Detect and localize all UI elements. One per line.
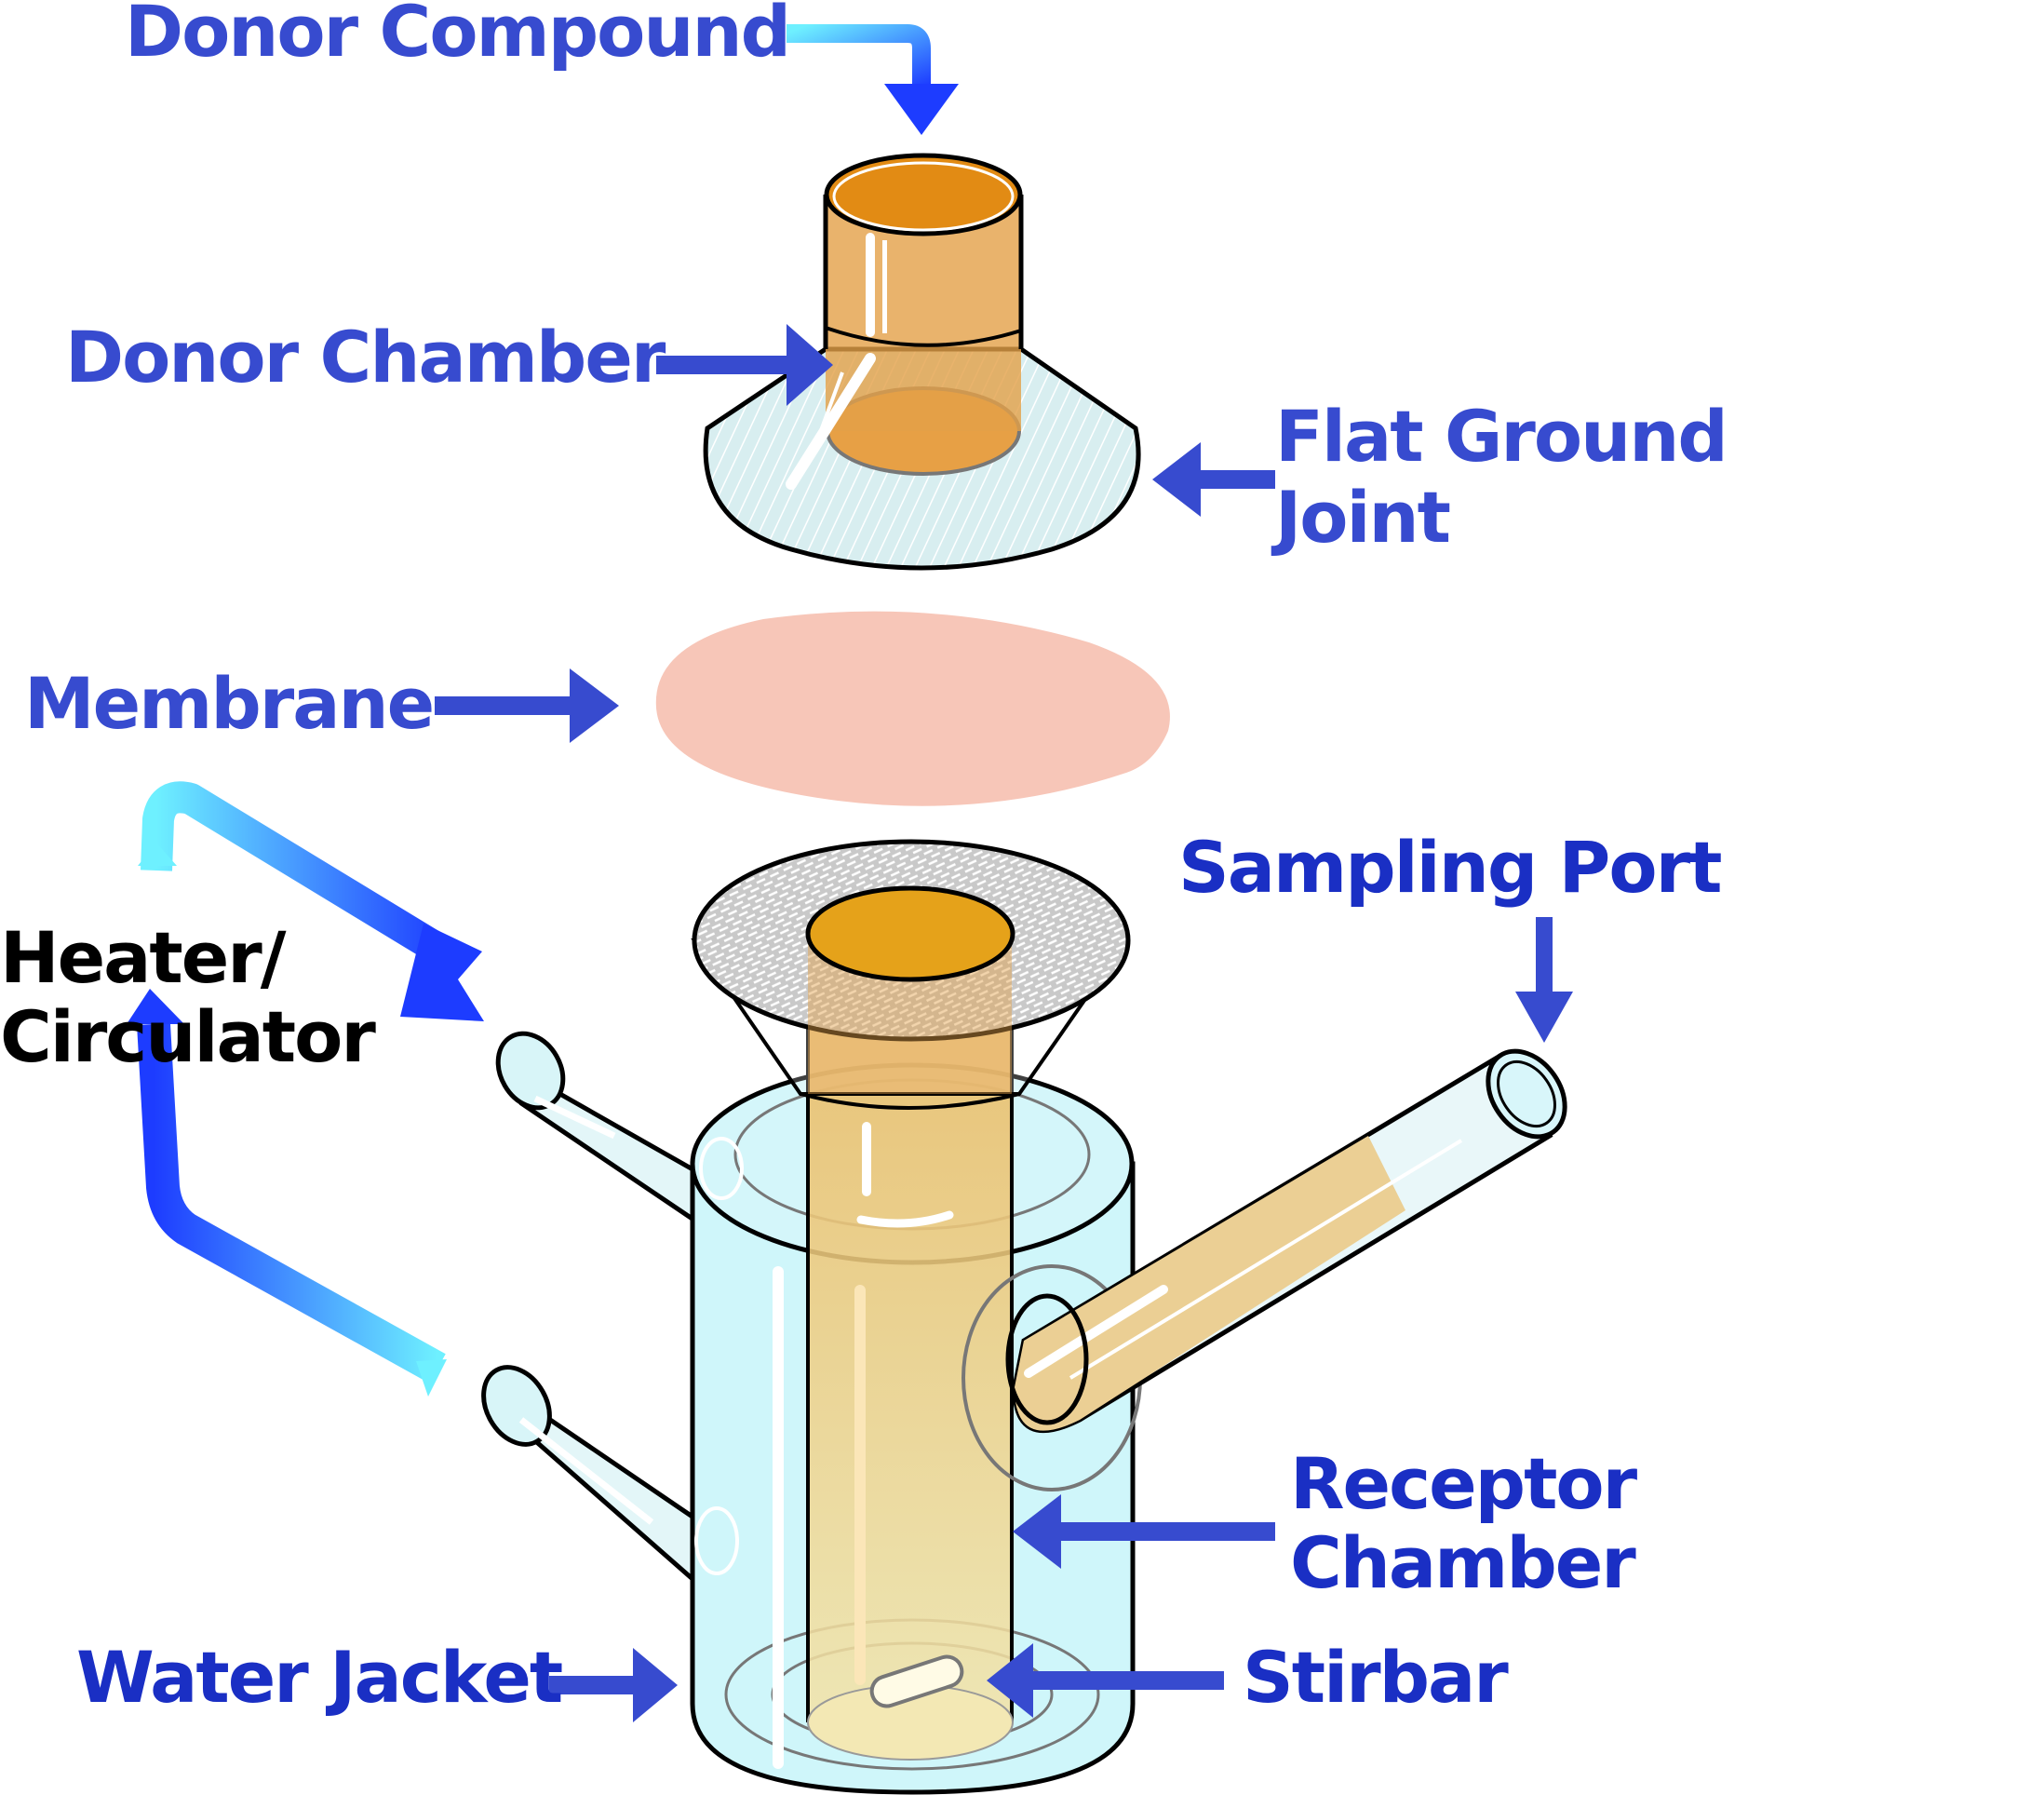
water-jacket-lower-arm [481,1365,710,1598]
sampling-port [961,1048,1567,1491]
label-stirbar: Stirbar [1243,1636,1509,1719]
label-donor-chamber: Donor Chamber [65,316,666,398]
receptor-chamber-arrow [1013,1494,1275,1569]
donor-compound-arrow [787,24,959,135]
stirbar [869,1654,964,1708]
label-flat-ground-joint-1: Flat Ground [1275,395,1728,478]
label-arrows [435,324,1573,1722]
label-receptor-2: Chamber [1290,1521,1636,1604]
donor-chamber [703,153,1141,571]
label-flat-ground-joint-2: Joint [1275,476,1451,559]
water-jacket-arrow [549,1648,678,1722]
heater-circulation-arrows [127,781,484,1397]
receptor-chamber [806,934,1014,1761]
label-sampling-port: Sampling Port [1178,826,1722,909]
label-membrane: Membrane [24,662,435,745]
label-heater-1: Heater/ [0,916,287,999]
label-donor-compound: Donor Compound [125,0,791,73]
donor-chamber-arrow [656,324,833,406]
sampling-port-arrow [1515,917,1573,1043]
label-heater-2: Circulator [0,995,376,1078]
membrane-arrow [435,668,619,743]
membrane [655,611,1170,806]
stirbar-arrow [987,1643,1224,1718]
receptor-ground-joint [691,839,1131,1110]
label-water-jacket: Water Jacket [76,1636,563,1719]
label-receptor-1: Receptor [1290,1442,1637,1525]
water-jacket-upper-arm [495,1031,710,1234]
flat-ground-joint-arrow [1152,442,1275,517]
